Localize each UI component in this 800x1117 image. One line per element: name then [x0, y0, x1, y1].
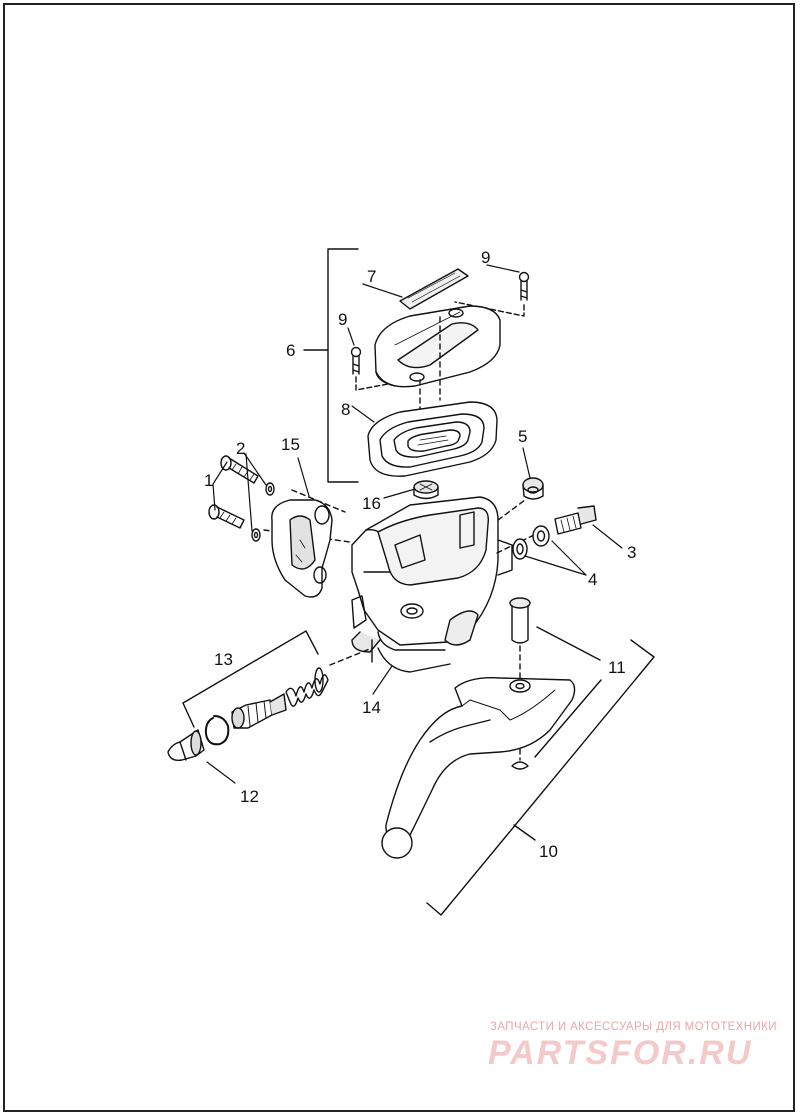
watermark-brand-logo: PARTSFOR.RU	[488, 1034, 753, 1072]
callout-9-lower: 9	[338, 310, 348, 329]
bracket-13	[182, 630, 319, 728]
callout-10: 10	[539, 842, 558, 861]
bracket-6	[303, 248, 359, 483]
callout-5: 5	[518, 427, 528, 446]
piston-assembly	[231, 667, 329, 729]
callout-3: 3	[627, 543, 637, 562]
callout-4: 4	[588, 570, 598, 589]
clamp-washer-upper	[265, 482, 275, 496]
callout-12: 12	[240, 787, 259, 806]
clamp-bolt-upper	[220, 455, 259, 484]
callout-2: 2	[236, 439, 246, 458]
cover-screw-left	[350, 346, 362, 375]
callout-15: 15	[281, 435, 300, 454]
dust-boot	[167, 729, 205, 762]
snap-ring	[204, 715, 230, 746]
master-cylinder-body	[351, 496, 513, 673]
callout-11: 11	[608, 658, 626, 677]
callout-8: 8	[341, 400, 351, 419]
reservoir-cover	[374, 305, 501, 388]
callout-13: 13	[214, 650, 233, 669]
reservoir-plug	[522, 477, 544, 500]
bracket-10-11	[426, 626, 655, 916]
clamp-washer-lower	[251, 528, 261, 542]
callout-16: 16	[362, 494, 381, 513]
callout-9-upper: 9	[481, 248, 491, 267]
cover-label-plate	[399, 268, 469, 310]
banjo-bolt	[554, 505, 597, 535]
reservoir-gasket	[367, 401, 498, 477]
watermark-caption: ЗАПЧАСТИ И АКСЕССУАРЫ ДЛЯ МОТОТЕХНИКИ	[490, 1021, 777, 1033]
callout-14: 14	[362, 698, 381, 717]
callout-6: 6	[286, 341, 296, 360]
cover-screw-right	[518, 271, 530, 301]
sight-glass	[413, 480, 439, 500]
callout-7: 7	[367, 267, 377, 286]
handlebar-clamp	[271, 499, 333, 598]
retaining-clip	[511, 761, 529, 770]
clamp-bolt-lower	[208, 504, 245, 529]
brake-lever	[381, 677, 576, 859]
leader-lines	[206, 264, 623, 784]
banjo-washer-right	[532, 525, 550, 547]
diagram-border	[3, 3, 795, 1112]
callout-1: 1	[204, 471, 214, 490]
banjo-washer-left	[512, 538, 528, 560]
pivot-pin	[509, 597, 531, 761]
